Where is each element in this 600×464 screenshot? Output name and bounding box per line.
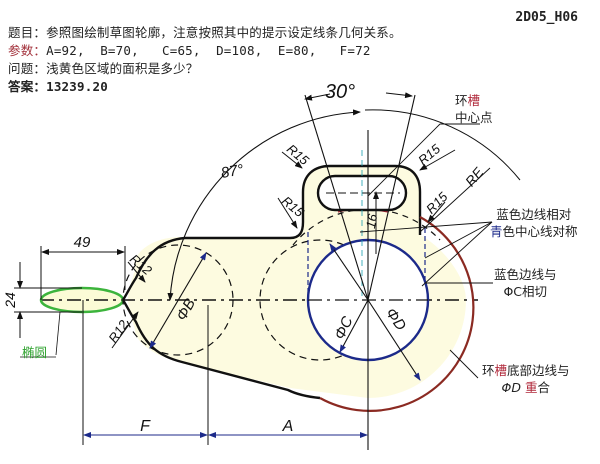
r12-leader-bottom — [111, 311, 139, 349]
dia-b-leader — [149, 252, 207, 349]
note-tangent: 蓝色边线与 ΦC相切 — [494, 266, 557, 300]
dia-c-leader-up — [329, 243, 369, 301]
angle-arrow-right — [385, 92, 413, 99]
params-text: A=92, B=70, C=65, D=108, E=80, F=72 — [46, 43, 371, 58]
answer-label: 答案： — [8, 79, 47, 94]
note-text: 底部边线与 — [507, 363, 570, 378]
note-text: 环 — [455, 93, 468, 108]
coincide-leader — [449, 349, 479, 379]
dim-r15-1: R15 — [284, 141, 313, 168]
note-text: 蓝色边线相对 — [496, 207, 572, 222]
answer-line: 答案：13239.20 — [8, 76, 108, 95]
params-line: 参数：A=92, B=70, C=65, D=108, E=80, F=72 — [8, 40, 371, 59]
angle-line-right — [367, 94, 416, 301]
note-text-red: 重 — [524, 380, 538, 395]
note-text: 中心点 — [455, 110, 493, 125]
task-line: 题目：参照图绘制草图轮廓，注意按照其中的提示设定线条几何关系。 — [8, 22, 402, 41]
dim-f: F — [140, 418, 151, 435]
sym-leader-3 — [421, 221, 493, 287]
note-text: ΦC相切 — [503, 284, 548, 299]
re-arc — [364, 109, 521, 181]
dim-24: 24 — [2, 292, 18, 309]
angle-arrow-left — [304, 93, 331, 101]
task-text: 参照图绘制草图轮廓，注意按照其中的提示设定线条几何关系。 — [46, 25, 402, 40]
params-label: 参数： — [8, 43, 47, 58]
note-text: 环 — [482, 363, 495, 378]
note-text-blue: 青 — [490, 224, 503, 239]
dim-re: RE — [462, 164, 487, 190]
note-slot-center: 环槽 中心点 — [455, 92, 493, 126]
note-text: 合 — [537, 380, 550, 395]
dim-49: 49 — [74, 234, 91, 251]
task-label: 题目： — [8, 25, 47, 40]
question-text: 浅黄色区域的面积是多少？ — [46, 61, 199, 76]
dim-angle-30: 30° — [325, 81, 355, 103]
dim-r15-4: R15 — [423, 189, 451, 217]
r15-leader-3 — [419, 149, 456, 171]
note-ellipse: 椭圆 — [22, 345, 48, 360]
answer-value: 13239.20 — [46, 79, 108, 94]
dim-a: A — [282, 418, 294, 435]
slot-center-leader — [367, 123, 441, 197]
r15-leader-1 — [281, 151, 303, 169]
note-text: 色中心线对称 — [502, 224, 578, 239]
question-label: 问题： — [8, 61, 47, 76]
dia-d-leader — [367, 299, 421, 381]
dia-c-leader — [339, 299, 369, 353]
r12-leader-top — [127, 261, 146, 283]
note-coincide: 环槽底部边线与 ΦD 重合 — [482, 362, 570, 396]
dim-angle-87: 87° — [220, 161, 245, 182]
question-line: 问题：浅黄色区域的面积是多少？ — [8, 58, 199, 77]
sym-leader-2 — [424, 221, 493, 259]
note-text: 蓝色边线与 — [494, 267, 557, 282]
note-text-red: 槽 — [494, 363, 508, 378]
r15-leader-4 — [427, 201, 446, 223]
note-text-red: 槽 — [467, 93, 481, 108]
r15-leader-2 — [277, 197, 298, 229]
problem-code: 2D05_H06 — [515, 10, 578, 25]
note-symmetric: 蓝色边线相对 青色中心线对称 — [490, 206, 578, 240]
circle-d-arc — [319, 216, 475, 412]
dim-16: 16 — [363, 212, 380, 230]
note-text: ΦD — [501, 380, 525, 395]
